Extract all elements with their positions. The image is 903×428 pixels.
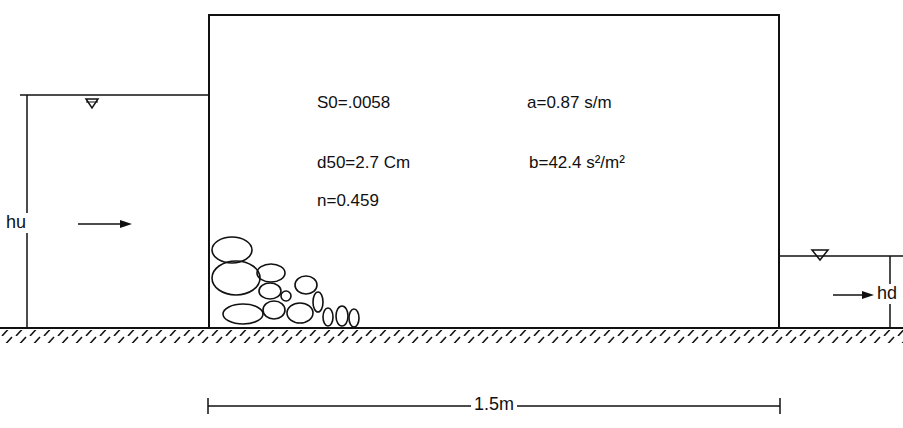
dimension-tick: [779, 398, 781, 414]
parameter-text: a=0.87 s/m: [527, 94, 612, 113]
dimension-label: 1.5m: [471, 395, 517, 415]
depth-tick: [22, 327, 32, 329]
ground-hatch: [0, 330, 903, 343]
flow-arrow: [78, 223, 124, 225]
flow-arrow: [833, 294, 866, 296]
dimension-tick: [207, 398, 209, 414]
depth-label: hd: [874, 284, 900, 304]
depth-label: hu: [3, 213, 29, 233]
rockfill-box: S0=.0058 a=0.87 s/m d50=2.7 Cm b=42.4 s²/m²…: [208, 14, 780, 329]
parameter-text: n=0.459: [317, 192, 379, 211]
flow-arrow: [120, 220, 132, 228]
water-symbol: [812, 250, 828, 260]
depth-line: [26, 95, 28, 328]
parameter-text: d50=2.7 Cm: [317, 154, 410, 173]
parameter-text: S0=.0058: [317, 94, 390, 113]
water-symbol: [86, 102, 98, 103]
parameter-text: b=42.4 s²/m²: [529, 154, 625, 173]
water-surface: [20, 94, 208, 96]
water-symbol: [86, 99, 98, 108]
flow-arrow: [862, 291, 874, 299]
rockfill-stones: [212, 237, 359, 327]
water-surface: [780, 255, 903, 257]
